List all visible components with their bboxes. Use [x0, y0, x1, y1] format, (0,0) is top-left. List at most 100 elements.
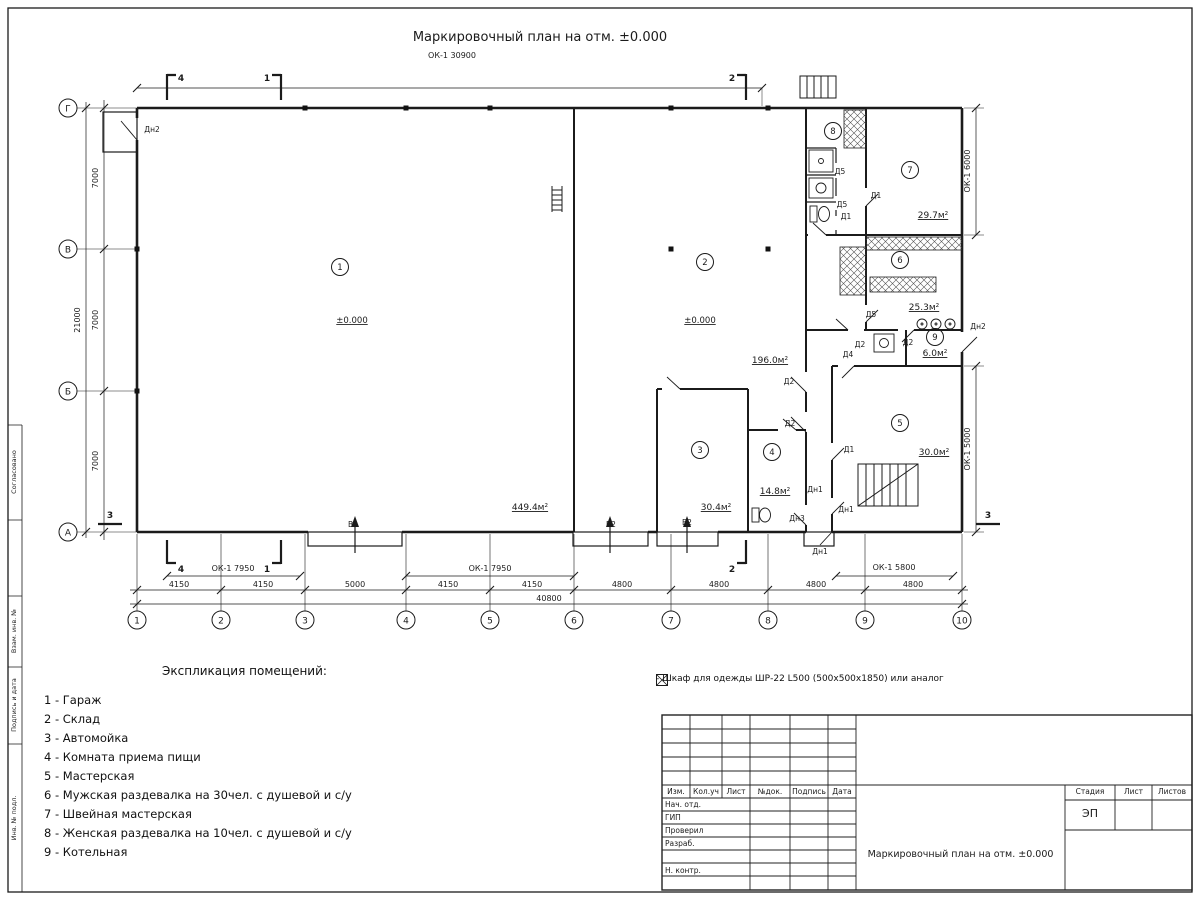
svg-text:30.4м²: 30.4м² — [701, 503, 732, 513]
frame-side-labels: Согласовано Взам. инв. № Подпись и дата … — [10, 450, 18, 840]
titleblock-row-nkontr: Н. контр. — [665, 866, 701, 875]
columns — [134, 105, 771, 394]
titleblock-col-list: Лист — [726, 787, 746, 796]
svg-text:5000: 5000 — [345, 580, 365, 589]
explication-item: 4 - Комната приема пищи — [44, 750, 201, 764]
svg-text:449.4м²: 449.4м² — [512, 503, 549, 513]
svg-text:4800: 4800 — [903, 580, 923, 589]
svg-text:В2: В2 — [682, 518, 692, 527]
titleblock-col-izm: Изм. — [667, 787, 685, 796]
svg-text:4150: 4150 — [169, 580, 189, 589]
svg-text:Д1: Д1 — [844, 445, 855, 454]
svg-text:1: 1 — [337, 263, 342, 273]
svg-text:Дн1: Дн1 — [807, 485, 823, 494]
titleblock-row-gip: ГИП — [665, 813, 681, 822]
explication-item: 1 - Гараж — [44, 693, 102, 707]
svg-text:4800: 4800 — [806, 580, 826, 589]
svg-text:7000: 7000 — [91, 168, 100, 188]
titleblock-col-data: Дата — [832, 787, 852, 796]
svg-text:3: 3 — [107, 511, 113, 521]
svg-text:±0.000: ±0.000 — [684, 316, 715, 326]
svg-text:7: 7 — [668, 617, 674, 627]
svg-text:Взам. инв. №: Взам. инв. № — [10, 609, 18, 653]
legend-text: - Шкаф для одежды ШР-22 L500 (500x500x18… — [656, 674, 944, 684]
svg-text:6: 6 — [897, 256, 902, 266]
wardrobe-cabinets — [839, 109, 963, 296]
titleblock-row-razrab: Разраб. — [665, 839, 695, 848]
svg-text:5: 5 — [487, 617, 493, 627]
svg-text:9: 9 — [932, 333, 937, 343]
svg-text:ОК-1 5800: ОК-1 5800 — [873, 563, 916, 572]
titleblock-sheet-label: Лист — [1123, 787, 1143, 796]
svg-text:4: 4 — [769, 448, 774, 458]
dimension-lines — [81, 83, 984, 609]
explication-item: 9 - Котельная — [44, 845, 128, 859]
top-window-dim: ОК-1 30900 — [428, 51, 476, 60]
walls — [135, 106, 964, 534]
svg-text:2: 2 — [729, 74, 735, 84]
plan-title: Маркировочный план на отм. ±0.000 — [413, 30, 667, 45]
gate-arrows — [351, 516, 691, 527]
svg-text:4800: 4800 — [612, 580, 632, 589]
axis-marks — [58, 98, 972, 630]
svg-text:7000: 7000 — [91, 310, 100, 330]
section-labels: 4 1 2 4 1 2 3 3 — [107, 74, 991, 575]
svg-text:1: 1 — [134, 617, 140, 627]
svg-text:Д5: Д5 — [835, 167, 846, 176]
svg-text:2: 2 — [729, 565, 735, 575]
svg-text:4: 4 — [403, 617, 409, 627]
svg-text:Г: Г — [65, 105, 71, 115]
svg-text:Согласовано: Согласовано — [10, 450, 18, 494]
svg-text:2: 2 — [218, 617, 224, 627]
stairs — [551, 75, 919, 507]
svg-text:30.0м²: 30.0м² — [919, 448, 950, 458]
svg-text:Д4: Д4 — [843, 350, 854, 359]
explication-item: 8 - Женская раздевалка на 10чел. с душев… — [44, 826, 352, 840]
titleblock-row-nachotd: Нач. отд. — [665, 800, 701, 809]
door-labels: Дн2 Д5 Д1 Д5 Д1 Д5 Д2 Д2 Д4 Дн2 Д2 Д2 Д1… — [144, 125, 986, 556]
svg-text:В: В — [65, 246, 71, 256]
svg-text:Д5: Д5 — [866, 310, 877, 319]
svg-text:5: 5 — [897, 419, 902, 429]
svg-text:3: 3 — [302, 617, 308, 627]
svg-text:Д1: Д1 — [841, 212, 852, 221]
explication-item: 3 - Автомойка — [44, 731, 129, 745]
svg-text:Дн2: Дн2 — [970, 322, 986, 331]
svg-text:Дн1: Дн1 — [812, 547, 828, 556]
dimension-texts: 7000 7000 7000 21000 4150 4150 5000 4150… — [73, 150, 972, 603]
sanitary-fixtures — [751, 149, 956, 523]
svg-text:1: 1 — [264, 565, 270, 575]
explication-list: 1 - Гараж 2 - Склад 3 - Автомойка 4 - Ко… — [44, 691, 352, 862]
legend-note: - Шкаф для одежды ШР-22 L500 (500x500x18… — [656, 674, 944, 686]
explication-item: 2 - Склад — [44, 712, 101, 726]
svg-text:10: 10 — [956, 617, 968, 627]
svg-text:Дн1: Дн1 — [838, 505, 854, 514]
svg-text:В1: В1 — [348, 520, 358, 529]
titleblock-col-podpis: Подпись — [792, 787, 826, 796]
svg-text:2: 2 — [702, 258, 707, 268]
titleblock-sheets-label: Листов — [1157, 787, 1186, 796]
svg-text:4150: 4150 — [438, 580, 458, 589]
explication-heading: Экспликация помещений: — [162, 664, 327, 678]
svg-text:1: 1 — [264, 74, 270, 84]
room-number-circles — [331, 122, 944, 461]
svg-text:Дн2: Дн2 — [144, 125, 160, 134]
svg-text:Б: Б — [65, 388, 71, 398]
explication-item: 6 - Мужская раздевалка на 30чел. с душев… — [44, 788, 352, 802]
svg-text:8: 8 — [765, 617, 771, 627]
sheet-frame — [7, 7, 1193, 893]
svg-text:29.7м²: 29.7м² — [918, 211, 949, 221]
room-areas: 449.4м² 196.0м² 30.4м² 14.8м² 30.0м² 25.… — [336, 211, 949, 513]
section-marks — [98, 73, 1000, 565]
explication-item: 7 - Швейная мастерская — [44, 807, 192, 821]
svg-text:4: 4 — [178, 74, 184, 84]
svg-text:4150: 4150 — [253, 580, 273, 589]
room-numbers: 1 2 3 4 5 6 7 8 9 — [337, 127, 937, 458]
titleblock-col-koluch: Кол.уч — [693, 787, 719, 796]
svg-text:4800: 4800 — [709, 580, 729, 589]
explication-item: 5 - Мастерская — [44, 769, 135, 783]
svg-text:6: 6 — [571, 617, 577, 627]
svg-text:Дн3: Дн3 — [789, 514, 805, 523]
